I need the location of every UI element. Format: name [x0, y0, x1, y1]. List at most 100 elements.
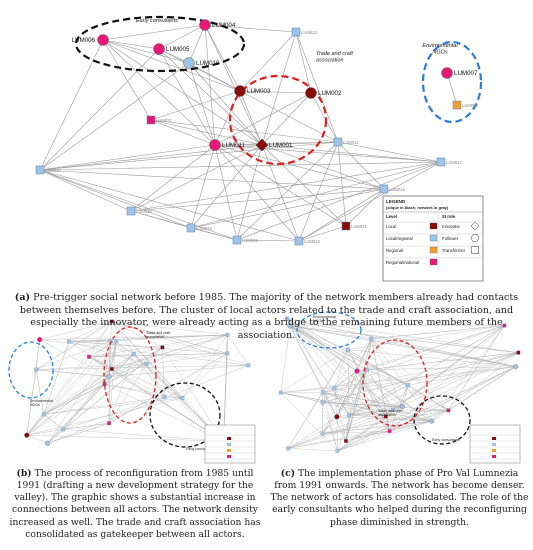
network-edge — [356, 325, 505, 372]
legend-level-swatch — [492, 437, 496, 440]
node-label: LUM011 — [222, 142, 245, 149]
node-label: LUM022 — [156, 118, 172, 123]
network-edge — [345, 415, 350, 441]
network-edge — [334, 349, 349, 388]
network-edge — [130, 144, 263, 212]
legend-level-header: Level — [386, 214, 397, 219]
trade-craft-label: association — [378, 413, 396, 417]
node-label: LUM015 — [136, 209, 152, 214]
network-edge — [146, 334, 228, 365]
network-node — [332, 385, 337, 390]
network-edge — [204, 24, 297, 33]
network-node — [41, 412, 46, 417]
network-node — [334, 414, 340, 420]
network-edge — [39, 48, 160, 171]
node-lum007 — [441, 67, 453, 79]
network-edge — [392, 325, 505, 411]
network-edge — [236, 161, 442, 241]
environmental-ngos-label: NGOs — [30, 403, 40, 407]
environmental-ngos-label: Environmental — [313, 315, 336, 319]
network-edge — [286, 318, 403, 407]
network-edge — [102, 39, 263, 146]
environmental-ngos-ellipse — [421, 40, 483, 124]
network-edge — [431, 352, 519, 422]
network-edge — [286, 318, 394, 411]
trade-craft-label: Trade and craft — [146, 331, 170, 335]
network-node — [109, 366, 114, 371]
network-node — [335, 448, 340, 453]
network-node — [225, 332, 230, 337]
node-label: LUM003 — [247, 88, 271, 95]
network-edge — [348, 325, 505, 416]
network-node — [320, 431, 325, 436]
caption-panel-a: (a) Pre-trigger social network before 19… — [4, 292, 529, 343]
network-edge — [214, 92, 312, 146]
node-label: LUM009 — [242, 238, 258, 243]
network-edge — [286, 318, 519, 353]
network-edge — [63, 376, 110, 430]
network-edge — [402, 385, 409, 407]
network-edge — [288, 448, 338, 452]
network-edge — [280, 349, 348, 393]
network-edge — [310, 92, 339, 143]
network-edge — [295, 31, 339, 143]
early-consultants-label: Early consultants — [186, 447, 214, 451]
node-label: LUM001 — [269, 142, 293, 149]
hexagon-icon — [470, 234, 480, 242]
network-edge — [164, 397, 183, 399]
network-edge — [26, 369, 37, 436]
early-consultants-ellipse — [413, 395, 471, 445]
network-edge — [322, 402, 338, 451]
network-edge — [371, 338, 432, 422]
network-edge — [261, 31, 297, 146]
network-edge — [69, 341, 163, 348]
network-edge — [337, 366, 516, 452]
network-edge — [190, 144, 216, 229]
network-edge — [280, 325, 291, 393]
network-edge — [347, 349, 386, 417]
network-edge — [63, 429, 224, 442]
network-edge — [322, 338, 372, 403]
node-lum021 — [341, 221, 351, 231]
node-label: LUM006 — [72, 37, 96, 44]
network-edge — [150, 119, 339, 143]
node-lum016 — [186, 223, 196, 233]
network-edge — [298, 188, 385, 242]
node-lum015 — [126, 206, 136, 216]
network-edge — [110, 340, 224, 442]
early-consultants-label: Early consultants — [136, 18, 178, 24]
thumbnail-legend — [469, 424, 521, 464]
node-label: LUM013 — [301, 30, 317, 35]
network-edge — [36, 365, 249, 370]
node-label: LUM021 — [351, 224, 367, 229]
network-edge — [334, 370, 358, 388]
panel-b-network: Trade and craftassociationEnvironmentalN… — [8, 319, 256, 464]
network-edge — [102, 24, 206, 41]
network-node — [387, 429, 392, 434]
network-node — [67, 339, 71, 344]
environmental-ngos-ellipse — [8, 341, 54, 399]
node-label: LUM010 — [196, 60, 220, 67]
network-edge — [347, 349, 390, 432]
network-edge — [337, 420, 432, 452]
network-edge — [39, 169, 300, 242]
environmental-ngos-label: NGOs — [313, 319, 323, 323]
panel-a-edges — [39, 24, 458, 242]
network-edge — [345, 430, 390, 442]
network-edge — [290, 325, 372, 339]
network-edge — [111, 353, 134, 370]
network-edge — [371, 325, 505, 339]
network-edge — [43, 397, 165, 415]
network-edge — [26, 340, 111, 436]
legend-level-name: Regional/national — [386, 260, 419, 265]
network-node — [399, 404, 405, 410]
node-label: LUM005 — [166, 46, 190, 53]
network-edge — [63, 347, 163, 430]
network-edge — [322, 366, 516, 393]
network-edge — [214, 141, 339, 146]
network-edge — [322, 325, 505, 393]
network-edge — [286, 318, 350, 416]
network-edge — [88, 321, 112, 357]
network-edge — [288, 352, 519, 449]
